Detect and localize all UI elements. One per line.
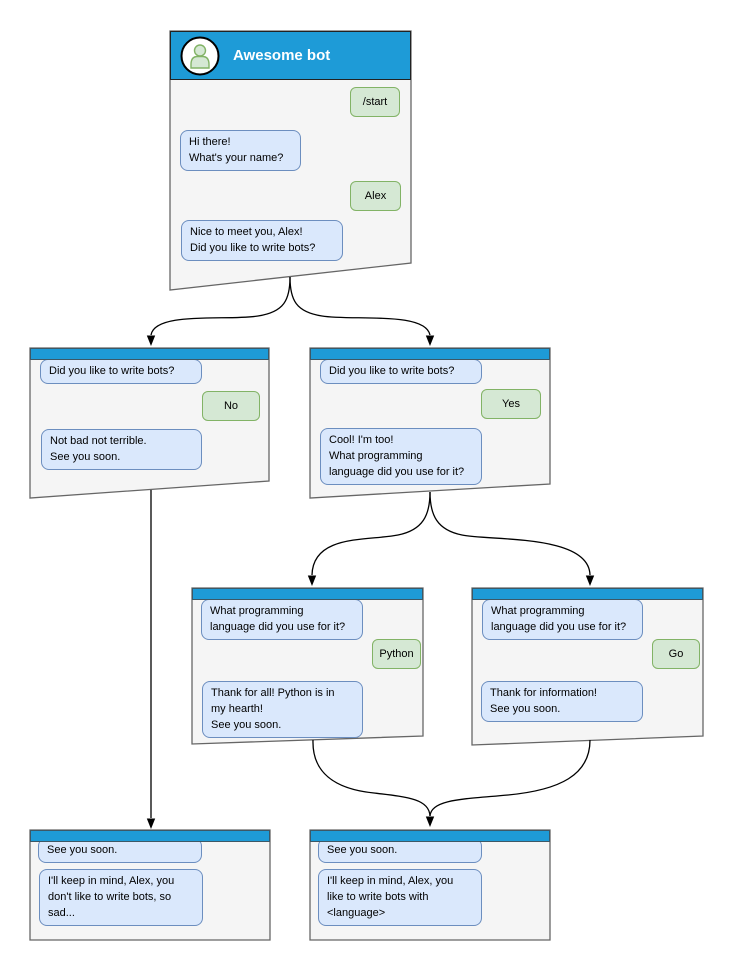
arrowhead-no-to-end	[146, 818, 156, 829]
arrowhead-main-to-no	[146, 335, 156, 346]
user-message-bubble: No	[202, 391, 260, 421]
chat-window-branch-yes: Did you like to write bots? Yes Cool! I'…	[310, 348, 550, 498]
bot-message-bubble: Not bad not terrible. See you soon.	[41, 429, 202, 470]
chat-window-branch-no: Did you like to write bots? No Not bad n…	[30, 348, 269, 498]
bot-message-bubble: What programming language did you use fo…	[201, 599, 363, 640]
arrowhead-main-to-yes	[425, 335, 435, 346]
window-titlebar	[310, 348, 550, 360]
edge-main-to-no	[150, 276, 291, 336]
bot-message-bubble: See you soon.	[318, 838, 482, 863]
arrowhead-merge-to-end	[425, 816, 435, 827]
arrowhead-yes-to-python	[307, 575, 317, 586]
chat-window-branch-go: What programming language did you use fo…	[472, 588, 703, 745]
window-titlebar	[310, 830, 550, 842]
edge-yes-to-go	[429, 491, 591, 576]
bot-message-bubble: Did you like to write bots?	[320, 359, 482, 384]
user-message-bubble: /start	[350, 87, 400, 117]
user-message-bubble: Yes	[481, 389, 541, 419]
user-message-bubble: Python	[372, 639, 421, 669]
chat-window-end-yes: See you soon. I'll keep in mind, Alex, y…	[310, 830, 550, 940]
chat-window-branch-python: What programming language did you use fo…	[192, 588, 423, 744]
bot-message-bubble: I'll keep in mind, Alex, you like to wri…	[318, 869, 482, 926]
edge-yes-to-python	[311, 491, 431, 576]
bot-message-bubble: Thank for information! See you soon.	[481, 681, 643, 722]
bot-avatar-icon	[180, 36, 220, 75]
window-titlebar	[30, 348, 269, 360]
window-titlebar	[30, 830, 270, 842]
edge-python-to-end	[312, 739, 431, 817]
window-titlebar	[192, 588, 423, 600]
bot-message-bubble: Did you like to write bots?	[40, 359, 202, 384]
user-message-bubble: Alex	[350, 181, 401, 211]
bot-message-bubble: Thank for all! Python is in my hearth! S…	[202, 681, 363, 738]
arrowhead-yes-to-go	[585, 575, 595, 586]
bot-message-bubble: Nice to meet you, Alex! Did you like to …	[181, 220, 343, 261]
chat-window-main: Awesome bot /start Hi there! What's your…	[170, 31, 411, 290]
bot-message-bubble: Cool! I'm too! What programming language…	[320, 428, 482, 485]
edge-go-to-end	[429, 739, 591, 817]
chat-window-end-no: See you soon. I'll keep in mind, Alex, y…	[30, 830, 270, 940]
bot-message-bubble: I'll keep in mind, Alex, you don't like …	[39, 869, 203, 926]
bot-message-bubble: What programming language did you use fo…	[482, 599, 643, 640]
window-title: Awesome bot	[233, 47, 331, 64]
edge-main-to-yes	[289, 276, 431, 336]
window-titlebar: Awesome bot	[170, 31, 411, 80]
bot-message-bubble: Hi there! What's your name?	[180, 130, 301, 171]
user-message-bubble: Go	[652, 639, 700, 669]
window-titlebar	[472, 588, 703, 600]
